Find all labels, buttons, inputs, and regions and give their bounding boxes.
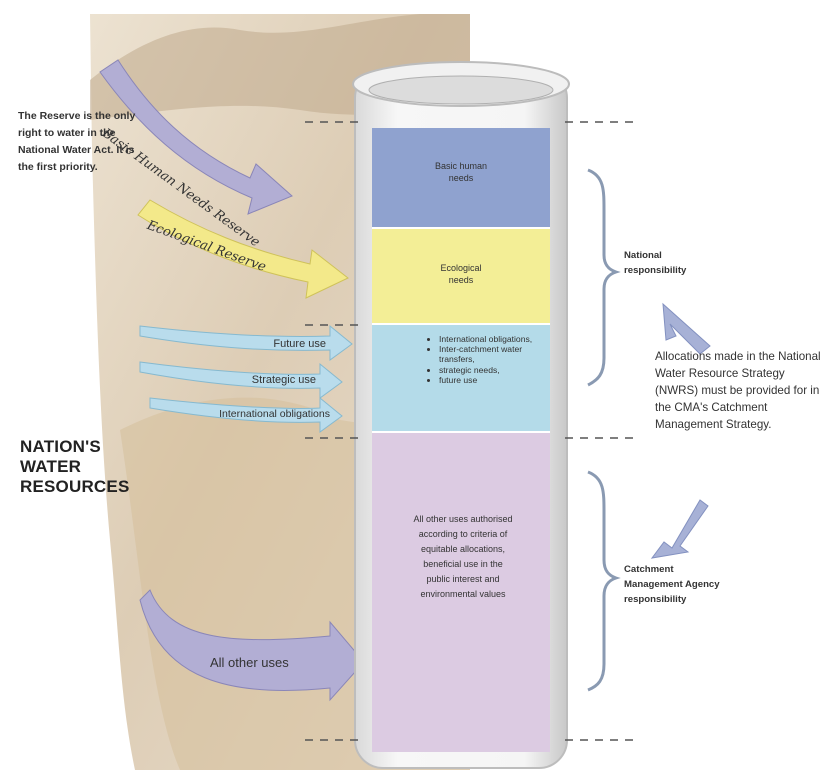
list-item: International obligations, (439, 334, 557, 344)
list-item: Inter-catchment water transfers, (439, 344, 557, 364)
arrow-icon (663, 304, 710, 354)
list-item: strategic needs, (439, 365, 557, 375)
allocations-note: Allocations made in the National Water R… (655, 348, 824, 433)
all-other-uses-label: All other uses (210, 655, 289, 670)
nations-water-resources-title: NATION'S WATER RESOURCES (20, 437, 150, 497)
strategic-use-label: Strategic use (200, 374, 316, 386)
other-uses-text: All other uses authorised according to c… (412, 512, 514, 602)
arrow-icon (652, 500, 708, 558)
national-responsibility-label: National responsibility (624, 248, 720, 278)
basic-needs-text: Basic human needs (430, 160, 492, 184)
future-use-label: Future use (200, 338, 326, 350)
tube-rim-inner (369, 76, 553, 104)
curly-brace-icon (588, 170, 616, 385)
list-item: future use (439, 375, 557, 385)
catchment-responsibility-label: Catchment Management Agency responsibili… (624, 562, 734, 607)
curly-brace-icon (588, 472, 616, 690)
ecological-needs-text: Ecological needs (430, 262, 492, 286)
future-needs-list: International obligations, Inter-catchme… (425, 334, 557, 385)
international-label: International obligations (170, 408, 330, 420)
